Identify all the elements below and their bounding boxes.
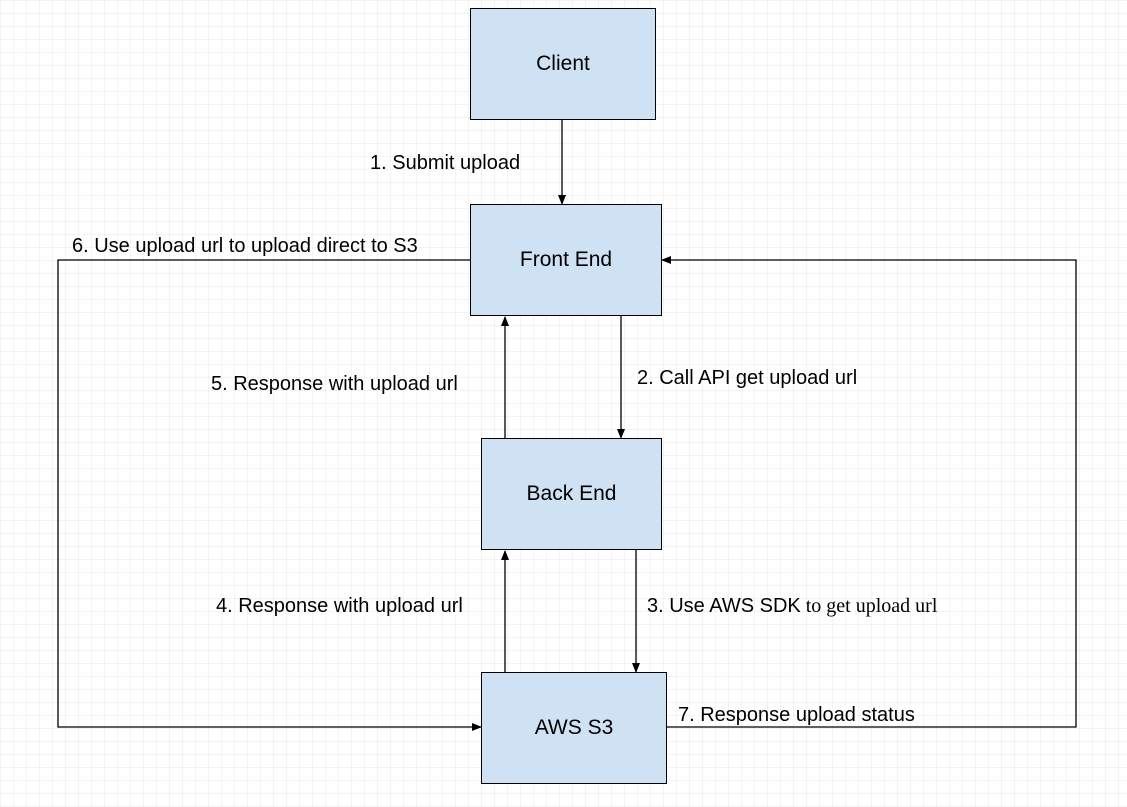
edge-label-3: 3. Use AWS SDK to get upload url: [647, 594, 937, 618]
node-front-end-label: Front End: [519, 248, 613, 271]
node-aws-s3-label: AWS S3: [534, 716, 614, 739]
node-client: Client: [470, 8, 656, 120]
edge-label-2: 2. Call API get upload url: [637, 367, 858, 389]
edge-label-3-suffix: to get upload url: [800, 595, 938, 617]
node-back-end-label: Back End: [526, 482, 617, 505]
edge-frontend-to-s3: [57, 259, 482, 731]
node-aws-s3: AWS S3: [481, 672, 667, 784]
edge-label-4: 4. Response with upload url: [216, 595, 463, 617]
edge-s3-to-frontend: [661, 256, 1077, 728]
node-client-label: Client: [536, 52, 590, 75]
node-back-end: Back End: [481, 438, 662, 550]
edge-label-3-prefix: 3. Use AWS SDK: [647, 595, 801, 617]
node-front-end: Front End: [470, 204, 662, 316]
edge-label-5: 5. Response with upload url: [211, 373, 458, 395]
edge-label-6: 6. Use upload url to upload direct to S3: [72, 235, 418, 257]
edge-label-1: 1. Submit upload: [370, 152, 521, 174]
edge-label-7: 7. Response upload status: [678, 704, 915, 726]
